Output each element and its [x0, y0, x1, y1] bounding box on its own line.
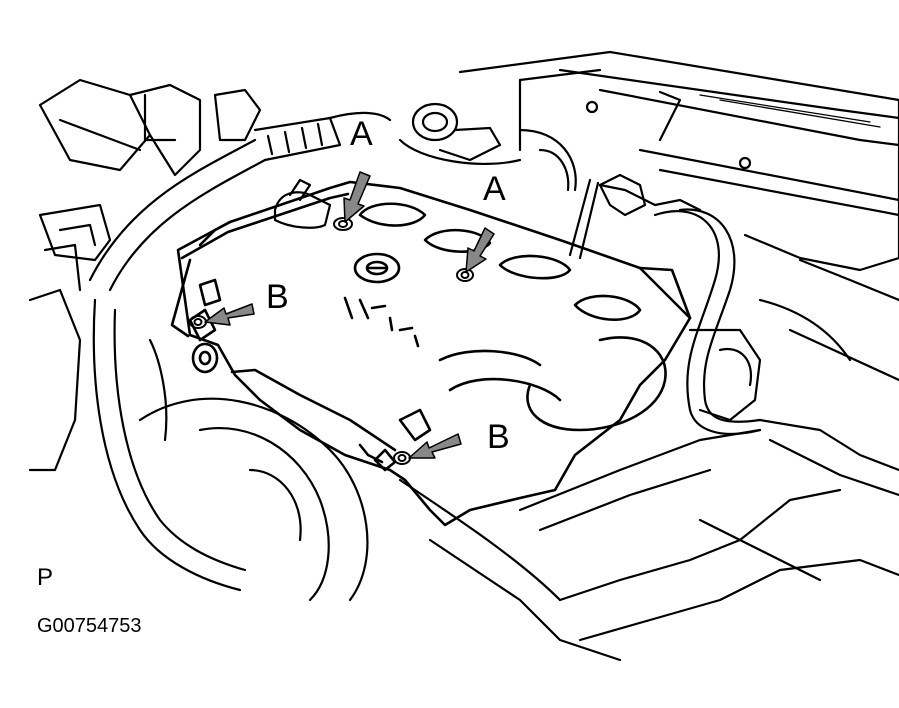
callout-label-a: A [350, 115, 373, 153]
figure-code: G00754753 [37, 615, 142, 637]
bolt-icon [333, 217, 353, 231]
right-lower-components [688, 258, 899, 497]
intake-pipe [138, 397, 899, 662]
right-hose-loop [568, 173, 762, 435]
left-hoses [92, 298, 247, 592]
upper-hose [88, 111, 392, 292]
callout-arrow-icon [204, 303, 255, 326]
callout-arrow-icon [465, 227, 495, 273]
corner-mark: P [37, 564, 54, 591]
bolt-icon [393, 451, 411, 465]
oil-filler-cap [273, 178, 332, 229]
top-port [398, 102, 577, 192]
background-engine-block [458, 50, 899, 272]
callout-label-b: B [487, 418, 510, 456]
callout-arrow-icon [343, 171, 371, 223]
callout-arrow-icon [408, 433, 462, 459]
callout-label-a: A [483, 170, 506, 208]
bolt-icon [456, 268, 474, 282]
background-left-components [28, 78, 262, 472]
callout-label-b: B [266, 278, 289, 316]
